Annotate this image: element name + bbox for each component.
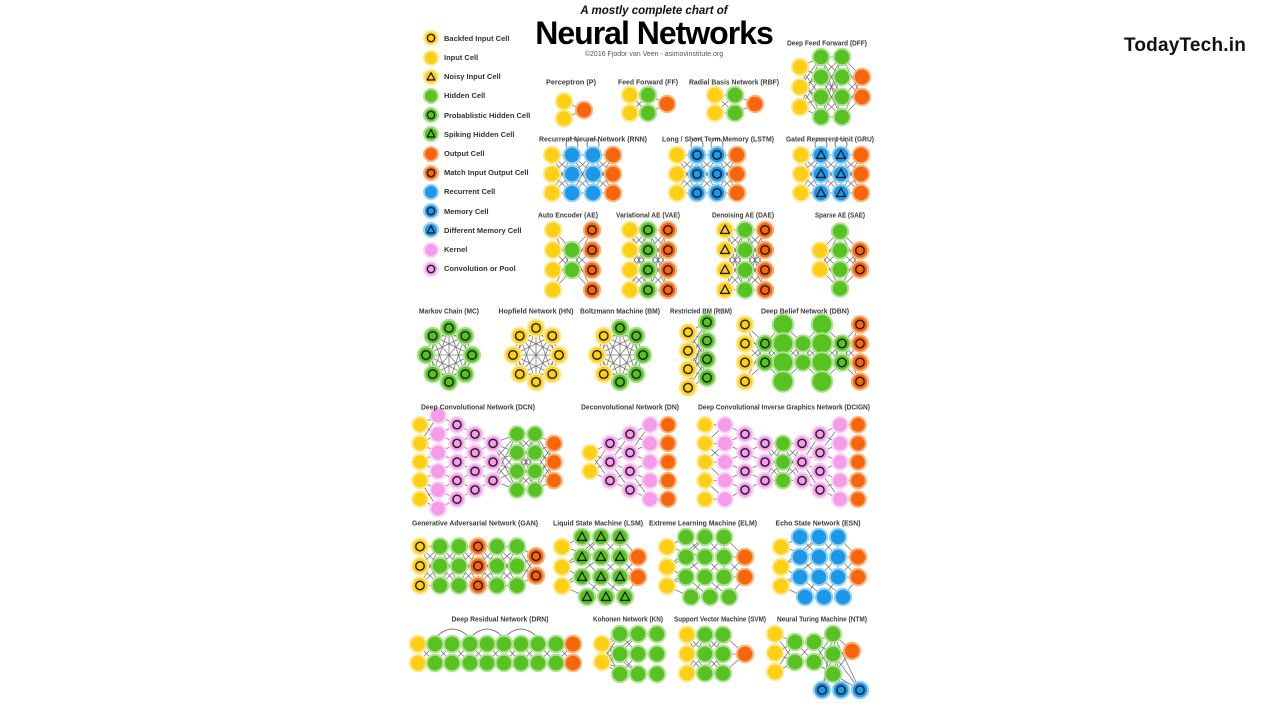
legend-label: Convolution or Pool: [444, 264, 516, 274]
network-kn: Kohonen Network (KN): [592, 615, 667, 684]
network-label-ae: Auto Encoder (AE): [538, 211, 599, 220]
network-gan: Generative Adversarial Network (GAN): [410, 519, 546, 595]
legend-label: Different Memory Cell: [444, 225, 522, 235]
legend-item-bi: Backfed Input Cell: [422, 29, 509, 47]
network-lsm: Liquid State Machine (LSM): [552, 519, 648, 607]
dm-cell-icon: [423, 222, 439, 239]
m-cell-icon: [423, 203, 439, 220]
network-label-hn: Hopfield Network (HN): [499, 307, 575, 316]
network-label-ntm: Neural Turing Machine (NTM): [777, 615, 868, 624]
network-label-kn: Kohonen Network (KN): [593, 615, 663, 624]
network-lstm: Long / Short Term Memory (LSTM): [662, 135, 775, 203]
legend-label: Noisy Input Cell: [444, 72, 501, 82]
network-ff: Feed Forward (FF): [618, 78, 679, 123]
network-rbf: Radial Basis Network (RBF): [689, 78, 780, 123]
network-dn: Deconvolutional Network (DN): [581, 403, 680, 509]
network-dae: Denoising AE (DAE): [712, 211, 774, 300]
legend-label: Input Cell: [444, 53, 479, 62]
network-dff: Deep Feed Forward (DFF): [787, 39, 872, 127]
watermark: TodayTech.in: [1123, 35, 1247, 56]
legend-label: Output Cell: [444, 149, 485, 158]
network-dcign: Deep Convolutional Inverse Graphics Netw…: [696, 403, 871, 509]
network-label-dff: Deep Feed Forward (DFF): [787, 39, 868, 48]
network-label-esn: Echo State Network (ESN): [776, 519, 862, 528]
chart-credit: ©2016 Fjodor van Veen - asimovinstitute.…: [584, 51, 724, 58]
ph-cell-icon: [423, 107, 439, 124]
network-label-drn: Deep Residual Network (DRN): [452, 615, 550, 624]
legend-item-h: Hidden Cell: [422, 87, 485, 105]
mo-cell-icon: [423, 164, 439, 181]
network-mc: Markov Chain (MC): [416, 307, 482, 392]
network-label-gru: Gated Recurrent Unit (GRU): [786, 135, 875, 144]
bi-cell-icon: [423, 30, 439, 47]
legend-label: Kernel: [444, 245, 468, 254]
network-sae: Sparse AE (SAE): [810, 211, 870, 298]
h-cell-icon: [423, 87, 439, 104]
network-label-mc: Markov Chain (MC): [419, 307, 480, 316]
network-label-dbn: Deep Belief Network (DBN): [761, 307, 850, 316]
legend-label: Hidden Cell: [444, 91, 486, 101]
k-cell-icon: [423, 241, 439, 258]
r-cell-icon: [423, 183, 439, 200]
network-label-ff: Feed Forward (FF): [618, 78, 679, 87]
network-label-gan: Generative Adversarial Network (GAN): [412, 519, 539, 528]
network-vae: Variational AE (VAE): [616, 211, 681, 300]
ni-cell-icon: [423, 68, 439, 85]
chart-title: Neural Networks: [535, 15, 774, 51]
legend-item-ph: Probablistic Hidden Cell: [422, 106, 530, 124]
network-label-dae: Denoising AE (DAE): [712, 211, 774, 220]
network-dbn: Deep Belief Network (DBN): [735, 307, 870, 393]
network-label-bm: Boltzmann Machine (BM): [580, 307, 661, 316]
network-bm: Boltzmann Machine (BM): [580, 307, 661, 392]
network-label-rbf: Radial Basis Network (RBF): [689, 78, 780, 87]
legend-item-k: Kernel: [422, 241, 467, 259]
network-label-dcn: Deep Convolutional Network (DCN): [421, 403, 536, 412]
o-cell-icon: [423, 145, 439, 162]
legend-item-c: Convolution or Pool: [422, 260, 516, 278]
network-ntm: Neural Turing Machine (NTM): [765, 615, 870, 700]
network-label-rnn: Recurrent Neural Network (RNN): [539, 135, 648, 144]
legend-item-mo: Match Input Output Cell: [422, 164, 529, 182]
network-dcn: Deep Convolutional Network (DCN): [411, 403, 563, 518]
network-drn: Deep Residual Network (DRN): [408, 615, 583, 673]
network-gru: Gated Recurrent Unit (GRU): [786, 135, 875, 203]
legend-item-i: Input Cell: [422, 49, 478, 67]
legend-item-dm: Different Memory Cell: [422, 221, 522, 239]
network-label-lsm: Liquid State Machine (LSM): [553, 519, 644, 528]
legend-label: Probablistic Hidden Cell: [444, 110, 531, 120]
network-rbm: Restricted BM (RBM): [670, 307, 732, 397]
legend-item-m: Memory Cell: [422, 202, 489, 220]
c-cell-icon: [423, 260, 439, 277]
network-label-dcign: Deep Convolutional Inverse Graphics Netw…: [698, 403, 871, 412]
network-label-elm: Extreme Learning Machine (ELM): [649, 519, 758, 528]
legend-item-o: Output Cell: [422, 145, 484, 163]
legend-item-r: Recurrent Cell: [422, 183, 495, 201]
legend-label: Backfed Input Cell: [444, 33, 510, 43]
network-rnn: Recurrent Neural Network (RNN): [539, 135, 648, 203]
network-label-sae: Sparse AE (SAE): [815, 211, 865, 220]
network-p: Perceptron (P): [546, 78, 597, 128]
legend-label: Memory Cell: [444, 206, 489, 216]
network-label-rbm: Restricted BM (RBM): [670, 307, 732, 316]
chart-subtitle: A mostly complete chart of: [580, 5, 728, 17]
network-ae: Auto Encoder (AE): [538, 211, 602, 300]
network-hn: Hopfield Network (HN): [499, 307, 575, 392]
legend-label: Spiking Hidden Cell: [444, 129, 515, 139]
i-cell-icon: [423, 49, 439, 66]
network-label-p: Perceptron (P): [546, 78, 597, 87]
network-svm: Support Vector Machine (SVM): [674, 615, 766, 683]
sh-cell-icon: [423, 126, 439, 143]
network-label-lstm: Long / Short Term Memory (LSTM): [662, 135, 775, 144]
legend-label: Recurrent Cell: [444, 187, 496, 197]
legend-item-sh: Spiking Hidden Cell: [422, 125, 514, 143]
network-label-dn: Deconvolutional Network (DN): [581, 403, 680, 412]
network-elm: Extreme Learning Machine (ELM): [649, 519, 758, 607]
network-label-vae: Variational AE (VAE): [616, 211, 681, 220]
legend-label: Match Input Output Cell: [444, 168, 529, 178]
legend-item-ni: Noisy Input Cell: [422, 68, 501, 86]
network-label-svm: Support Vector Machine (SVM): [674, 615, 766, 624]
network-esn: Echo State Network (ESN): [771, 519, 868, 607]
